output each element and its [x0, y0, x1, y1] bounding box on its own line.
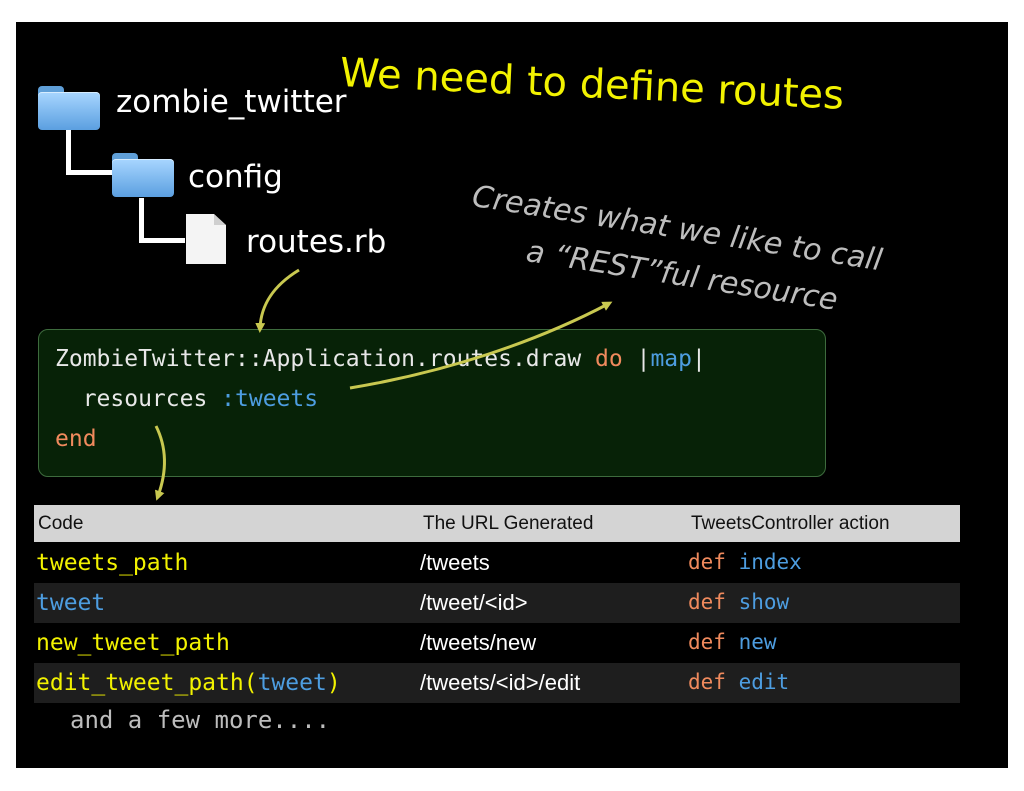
code-line-3: end	[55, 426, 97, 452]
slide: We need to define routes zombie_twitter …	[16, 22, 1008, 768]
table-footer-note: and a few more....	[70, 706, 331, 734]
table-header: Code The URL Generated TweetsController …	[34, 505, 960, 542]
row-code: edit_tweet_path(tweet)	[36, 670, 341, 696]
row-action: def index	[688, 550, 802, 574]
row-code: new_tweet_path	[36, 630, 230, 656]
annotation-arrows	[154, 268, 613, 501]
row-url: /tweet/<id>	[420, 590, 528, 615]
folder-icon	[112, 153, 174, 197]
header-url: The URL Generated	[423, 513, 594, 534]
row-action: def new	[688, 630, 777, 654]
row-action: def edit	[688, 670, 790, 694]
table-row: new_tweet_path /tweets/new def new	[34, 623, 960, 663]
routes-code-block: ZombieTwitter::Application.routes.draw d…	[38, 329, 826, 477]
header-action: TweetsController action	[691, 513, 890, 534]
tree-file-label: routes.rb	[246, 224, 387, 260]
file-icon	[186, 214, 226, 264]
folder-icon	[38, 86, 100, 130]
header-code: Code	[38, 513, 84, 534]
arrow-routes-to-code	[255, 268, 300, 333]
tree-root-label: zombie_twitter	[116, 84, 347, 120]
row-url: /tweets/<id>/edit	[420, 670, 581, 695]
code-line-2: resources :tweets	[55, 386, 319, 412]
table-row: tweet /tweet/<id> def show	[34, 583, 960, 623]
code-line-1: ZombieTwitter::Application.routes.draw d…	[55, 346, 706, 372]
row-url: /tweets	[420, 550, 490, 575]
row-action: def show	[688, 590, 790, 614]
row-code: tweet	[36, 590, 106, 616]
tree-folder-label: config	[188, 159, 283, 195]
arrow-resources-to-table	[154, 425, 166, 501]
row-url: /tweets/new	[420, 630, 537, 655]
arrow-code-to-note	[349, 301, 613, 390]
table-row: edit_tweet_path(tweet) /tweets/<id>/edit…	[34, 663, 960, 703]
table-row: tweets_path /tweets def index	[34, 543, 960, 583]
row-code: tweets_path	[36, 550, 189, 576]
